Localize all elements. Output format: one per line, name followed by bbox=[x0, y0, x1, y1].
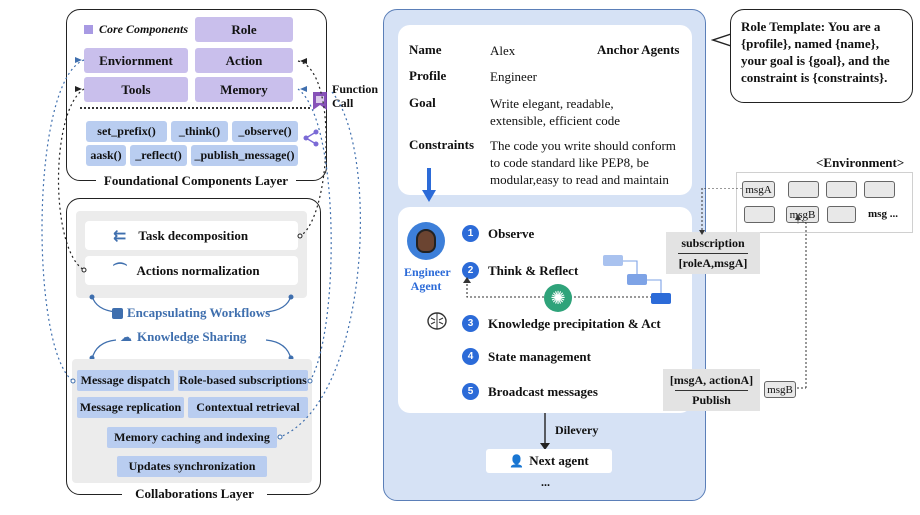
dilevery-label: Dilevery bbox=[555, 423, 599, 437]
step-knowledge-act: 3 Knowledge precipitation & Act bbox=[462, 315, 661, 332]
message-replication[interactable]: Message replication bbox=[77, 397, 184, 418]
contextual-retrieval[interactable]: Contextual retrieval bbox=[188, 397, 308, 418]
core-components-legend: Core Components bbox=[84, 21, 188, 37]
step-number: 3 bbox=[462, 315, 479, 332]
brain-icon: ☁ bbox=[120, 330, 132, 344]
knowledge-sharing: ☁ Knowledge Sharing bbox=[120, 328, 246, 346]
encapsulating-workflows: Encapsulating Workflows bbox=[112, 304, 270, 322]
llm-icon: ✺ bbox=[544, 284, 572, 312]
person-icon: 👤 bbox=[509, 454, 525, 468]
fn-observe[interactable]: _observe() bbox=[232, 121, 298, 142]
fn-set-prefix[interactable]: set_prefix() bbox=[86, 121, 167, 142]
engineer-agent-label: Engineer Agent bbox=[404, 265, 451, 293]
step-observe: 1 Observe bbox=[462, 225, 534, 242]
next-agent-label: Next agent bbox=[529, 453, 589, 468]
name-label: Name bbox=[409, 42, 442, 57]
agent-steps-card bbox=[398, 207, 692, 413]
brain-gear-icon bbox=[427, 312, 447, 330]
next-agent-box[interactable]: 👤 Next agent bbox=[486, 449, 612, 473]
step-label: State management bbox=[488, 348, 591, 364]
empty-tile bbox=[826, 181, 857, 198]
step-label: Think & Reflect bbox=[488, 262, 579, 278]
step-number: 1 bbox=[462, 225, 479, 242]
subscription-divider bbox=[678, 253, 748, 254]
function-call-label: Function Call bbox=[332, 82, 379, 110]
engineer-avatar bbox=[407, 222, 445, 260]
environment-box[interactable]: Enviornment bbox=[84, 48, 188, 73]
foundational-layer-title: Foundational Components Layer bbox=[96, 173, 296, 189]
empty-tile bbox=[827, 206, 856, 223]
step-number: 2 bbox=[462, 262, 479, 279]
avatar-face-icon bbox=[416, 229, 436, 253]
empty-tile bbox=[744, 206, 775, 223]
role-based-subscriptions[interactable]: Role-based subscriptions bbox=[178, 370, 308, 391]
core-components-label: Core Components bbox=[99, 21, 189, 36]
name-value: Alex bbox=[490, 43, 516, 58]
msg-more-label: msg ... bbox=[868, 208, 898, 220]
actions-normalization-row[interactable]: ⏜ Actions normalization bbox=[85, 256, 298, 285]
constraints-value: The code you write should conform to cod… bbox=[490, 138, 676, 187]
step-broadcast: 5 Broadcast messages bbox=[462, 383, 598, 400]
memory-box[interactable]: Memory bbox=[195, 77, 293, 102]
bubble-tail bbox=[711, 33, 731, 47]
task-decomposition-row[interactable]: ⇇ Task decomposition bbox=[85, 221, 298, 250]
more-agents-ellipsis: ... bbox=[541, 475, 550, 489]
down-arrow-icon bbox=[422, 168, 436, 202]
task-decomposition-label: Task decomposition bbox=[138, 227, 249, 243]
knowledge-sharing-label: Knowledge Sharing bbox=[137, 329, 247, 344]
fn-publish-message[interactable]: _publish_message() bbox=[191, 145, 298, 166]
dotted-connectors-left bbox=[41, 57, 361, 440]
role-box[interactable]: Role bbox=[195, 17, 293, 42]
step-label: Observe bbox=[488, 225, 535, 241]
tools-box[interactable]: Tools bbox=[84, 77, 188, 102]
workflow-icon bbox=[112, 307, 123, 319]
profile-value: Engineer bbox=[490, 69, 537, 84]
publish-label: Publish bbox=[692, 393, 731, 407]
empty-tile bbox=[864, 181, 895, 198]
subscription-value: [roleA,msgA] bbox=[678, 256, 748, 270]
fn-think[interactable]: _think() bbox=[171, 121, 228, 142]
msg-a-tile[interactable]: msgA bbox=[742, 181, 775, 198]
step-number: 4 bbox=[462, 348, 479, 365]
agent-profile-card bbox=[398, 25, 692, 195]
profile-label: Profile bbox=[409, 68, 447, 83]
fn-aask[interactable]: aask() bbox=[86, 145, 126, 166]
constraints-label: Constraints bbox=[409, 137, 475, 152]
msg-b-tag[interactable]: msgB bbox=[764, 381, 796, 398]
function-call-icon bbox=[313, 92, 327, 110]
updates-synchronization[interactable]: Updates synchronization bbox=[117, 456, 267, 477]
task-decomposition-icon: ⇇ bbox=[113, 226, 127, 245]
action-box[interactable]: Action bbox=[195, 48, 293, 73]
publish-value: [msgA, actionA] bbox=[669, 373, 754, 387]
publish-divider bbox=[675, 390, 748, 391]
actions-normalization-label: Actions normalization bbox=[136, 262, 260, 278]
legend-swatch-icon bbox=[84, 24, 93, 34]
network-icon bbox=[303, 129, 319, 147]
memory-caching[interactable]: Memory caching and indexing bbox=[107, 427, 277, 448]
role-template-bubble: Role Template: You are a {profile}, name… bbox=[730, 9, 913, 103]
environment-connectors bbox=[699, 188, 807, 389]
anchor-agents-label: Anchor Agents bbox=[597, 42, 680, 57]
collaborations-layer-title: Collaborations Layer bbox=[122, 486, 267, 502]
step-number: 5 bbox=[462, 383, 479, 400]
message-dispatch[interactable]: Message dispatch bbox=[77, 370, 174, 391]
goal-label: Goal bbox=[409, 95, 436, 110]
environment-title: <Environment> bbox=[816, 155, 905, 170]
msg-b-tile[interactable]: msgB bbox=[786, 206, 819, 223]
step-label: Broadcast messages bbox=[488, 383, 598, 399]
goal-value: Write elegant, readable, extensible, eff… bbox=[490, 96, 621, 128]
step-state-management: 4 State management bbox=[462, 348, 591, 365]
subscription-label: subscription bbox=[681, 236, 745, 250]
bell-curve-icon: ⏜ bbox=[113, 262, 127, 279]
publish-box: [msgA, actionA] Publish bbox=[663, 369, 760, 411]
subscription-box: subscription [roleA,msgA] bbox=[666, 232, 760, 274]
empty-tile bbox=[788, 181, 819, 198]
step-think-reflect: 2 Think & Reflect bbox=[462, 262, 578, 279]
fn-reflect[interactable]: _reflect() bbox=[130, 145, 187, 166]
dilevery-arrow bbox=[540, 413, 550, 450]
dotted-divider bbox=[80, 107, 310, 109]
step-label: Knowledge precipitation & Act bbox=[488, 315, 661, 331]
encapsulating-label: Encapsulating Workflows bbox=[127, 305, 271, 320]
